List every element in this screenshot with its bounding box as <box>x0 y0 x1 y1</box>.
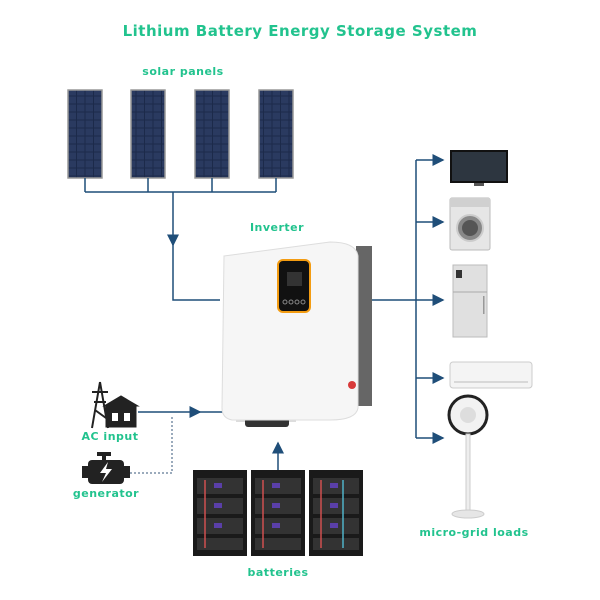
battery-cabinet <box>251 470 305 556</box>
washing-machine-icon <box>449 197 491 251</box>
micro-grid-loads-label: micro-grid loads <box>419 526 529 539</box>
connection-lines <box>84 154 445 474</box>
diagram-title: Lithium Battery Energy Storage System <box>122 22 478 40</box>
solar-panel <box>258 89 294 179</box>
generator-label: generator <box>72 487 140 500</box>
inverter <box>221 241 372 427</box>
fan-icon <box>447 394 489 519</box>
ac-grid-icon <box>91 381 140 429</box>
inverter-label: Inverter <box>249 221 305 234</box>
refrigerator-icon <box>452 264 488 338</box>
ac-input-label: AC input <box>81 430 139 443</box>
dc-switch-icon <box>348 381 356 389</box>
tv-icon <box>450 150 508 186</box>
battery-cabinet <box>309 470 363 556</box>
solar-panel <box>130 89 166 179</box>
battery-cabinet <box>193 470 247 556</box>
solar-panel <box>194 89 230 179</box>
batteries-label: batteries <box>247 566 309 579</box>
air-conditioner-icon <box>449 361 533 389</box>
generator-icon <box>82 452 130 484</box>
solar-panels-label: solar panels <box>142 65 224 78</box>
solar-panel <box>67 89 103 179</box>
